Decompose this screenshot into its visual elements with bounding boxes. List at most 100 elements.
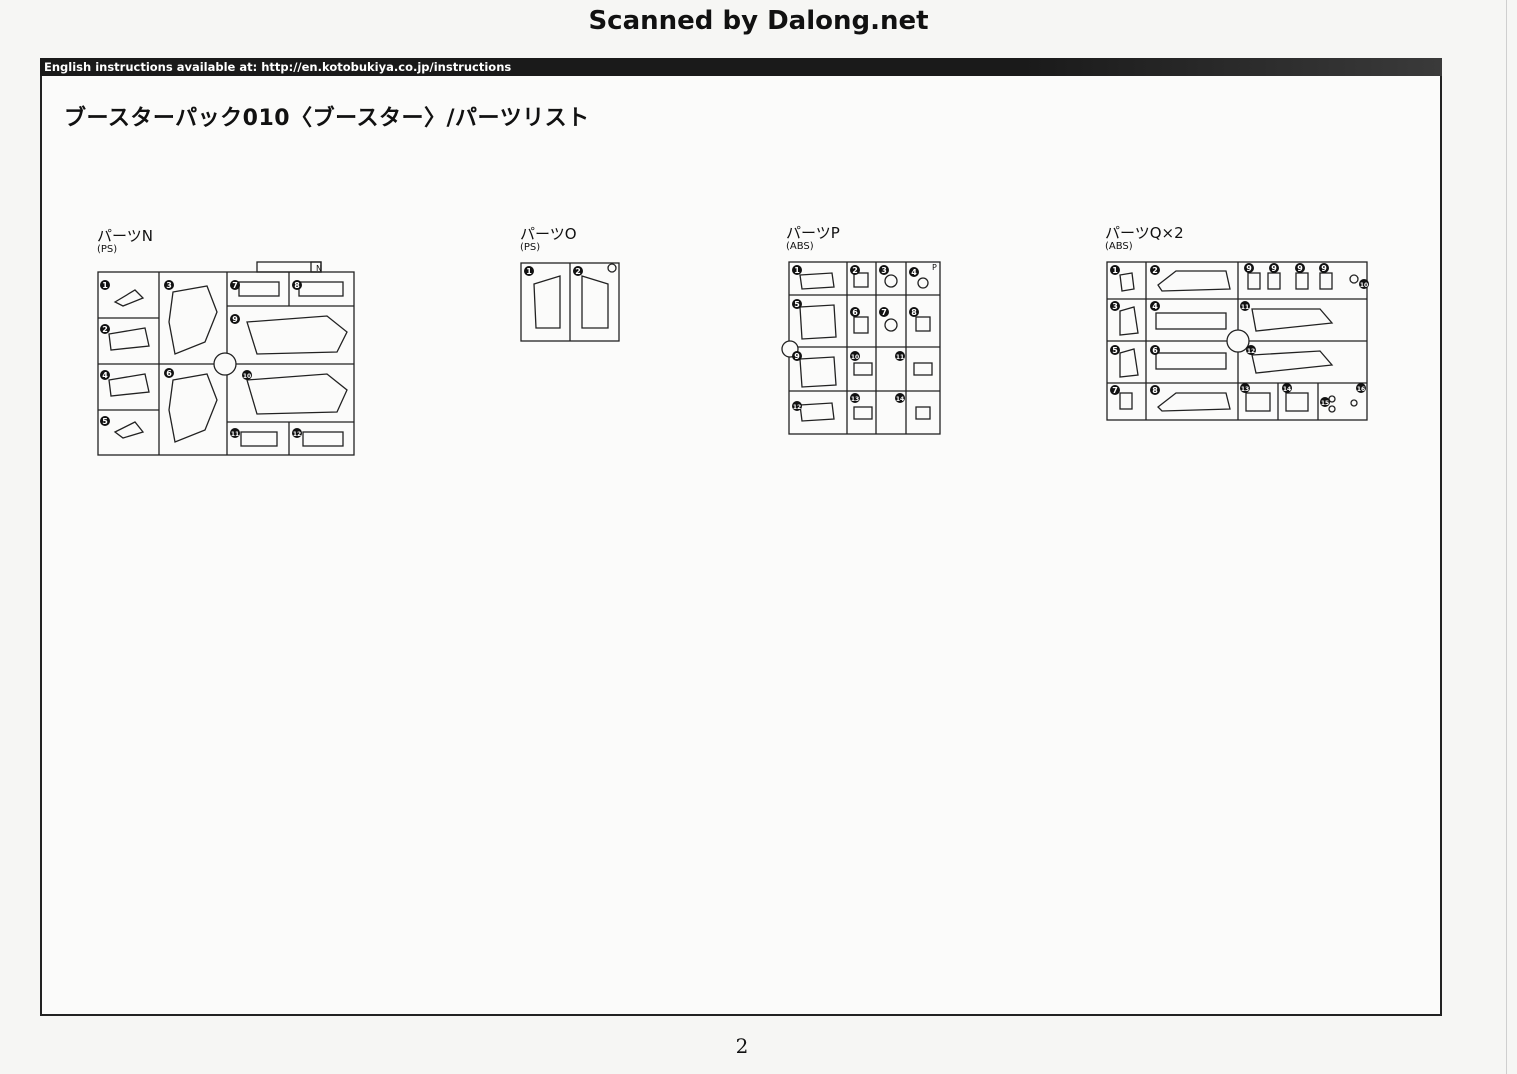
page-frame [40,58,1442,1016]
part-number-marker: 2 [1150,265,1160,275]
part-number: 1 [1112,266,1118,275]
part-p-label: パーツP (ABS) [786,225,840,253]
part-number: 7 [1112,386,1118,395]
part-number-marker: 5 [1110,345,1120,355]
part-o-material: (PS) [520,242,541,253]
part-number-marker: 2 [850,265,860,275]
part-number: 3 [166,281,172,290]
part-number-marker: 5 [100,416,110,426]
part-number-marker: 14 [895,393,905,403]
part-o-label: パーツO (PS) [520,226,577,254]
part-number-marker: 10 [850,351,860,361]
part-number: 1 [526,267,532,276]
part-number: 6 [852,308,858,317]
part-number-marker: 13 [850,393,860,403]
part-number: 5 [794,300,800,309]
part-number-marker: 13 [1240,383,1250,393]
part-number-marker: 9 [230,314,240,324]
part-number-marker: 4 [100,370,110,380]
part-number: 11 [896,354,904,361]
page-number: 2 [735,1034,749,1058]
part-number-marker: 1 [792,265,802,275]
part-number: 4 [102,371,108,380]
part-number: 7 [232,281,238,290]
part-number-marker: 7 [1110,385,1120,395]
part-number: 3 [881,266,887,275]
part-number-marker: 9 [792,351,802,361]
part-number: 10 [243,373,251,380]
part-n-material: (PS) [97,244,118,255]
part-number: 14 [1283,386,1291,393]
part-number: 2 [575,267,581,276]
part-number-marker: 8 [292,280,302,290]
runner-tag-letter: N [316,264,322,273]
part-number-marker: 4 [1150,301,1160,311]
part-number: 10 [1360,282,1368,289]
part-number-marker: 2 [573,266,583,276]
part-number: 13 [1241,386,1249,393]
instructions-banner: English instructions available at: http:… [40,58,1442,76]
part-number-marker: 6 [164,368,174,378]
part-q-label: パーツQ×2 (ABS) [1105,225,1184,253]
part-number-marker: 14 [1282,383,1292,393]
part-number: 12 [1247,348,1255,355]
part-number: 9 [232,315,238,324]
part-number: 5 [102,417,108,426]
part-number-marker: 10 [242,370,252,380]
part-number-marker: 7 [230,280,240,290]
part-number-marker: 8 [1150,385,1160,395]
part-number-marker: 9 [1295,263,1305,273]
part-number-marker: 3 [879,265,889,275]
part-number: 4 [1152,302,1158,311]
part-number: 9 [1246,264,1252,273]
part-number: 15 [1321,400,1329,407]
part-q-name: パーツQ×2 [1105,224,1184,242]
page-title: ブースターパック010〈ブースター〉/パーツリスト [64,106,590,131]
part-number: 10 [851,354,859,361]
part-number: 2 [852,266,858,275]
part-number-marker: 3 [1110,301,1120,311]
part-number-marker: 1 [524,266,534,276]
part-number: 6 [1152,346,1158,355]
part-number: 4 [911,268,917,277]
part-number-marker: 15 [1320,397,1330,407]
part-number: 16 [1357,386,1365,393]
part-number: 2 [1152,266,1158,275]
part-number-marker: 11 [895,351,905,361]
part-number-marker: 10 [1359,279,1369,289]
part-number: 11 [1241,304,1249,311]
part-o-name: パーツO [520,225,577,243]
part-p-name: パーツP [786,224,840,242]
part-number-marker: 1 [100,280,110,290]
part-number: 9 [1297,264,1303,273]
part-number-marker: 12 [1246,345,1256,355]
part-number-marker: 16 [1356,383,1366,393]
part-number: 5 [1112,346,1118,355]
part-number-marker: 11 [230,428,240,438]
part-number: 9 [1271,264,1277,273]
part-number-marker: 7 [879,307,889,317]
part-number-marker: 1 [1110,265,1120,275]
scan-credit: Scanned by Dalong.net [588,6,929,36]
part-number-marker: 9 [1244,263,1254,273]
part-number: 3 [1112,302,1118,311]
part-number-marker: 9 [1269,263,1279,273]
page-edge [1506,0,1507,1074]
part-number-marker: 3 [164,280,174,290]
part-number-marker: 2 [100,324,110,334]
part-number: 1 [102,281,108,290]
part-number-marker: 11 [1240,301,1250,311]
part-n-name: パーツN [97,227,153,245]
part-number-marker: 5 [792,299,802,309]
part-p-material: (ABS) [786,241,814,252]
part-number-marker: 6 [850,307,860,317]
part-number-marker: 4 [909,267,919,277]
part-number: 8 [911,308,917,317]
part-number: 6 [166,369,172,378]
part-number-marker: 8 [909,307,919,317]
